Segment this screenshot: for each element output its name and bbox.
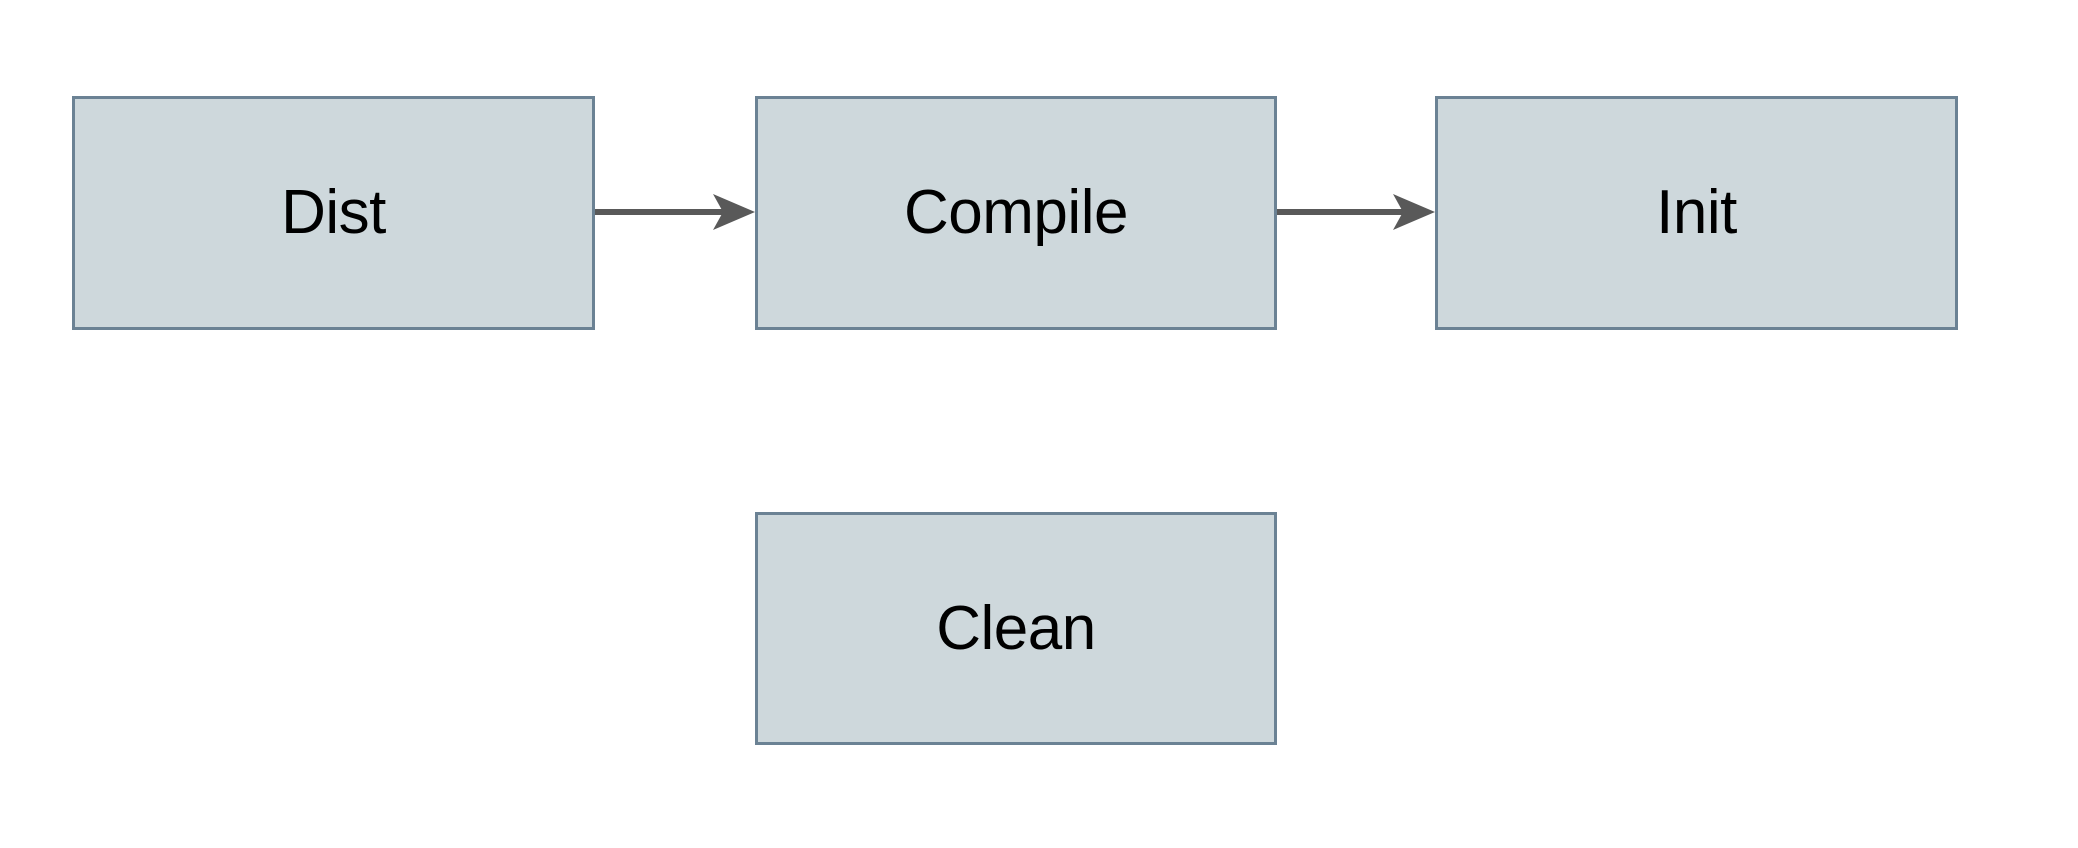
node-clean[interactable]: Clean — [755, 512, 1277, 745]
node-compile[interactable]: Compile — [755, 96, 1277, 330]
node-compile-label: Compile — [904, 178, 1128, 247]
node-clean-label: Clean — [936, 593, 1096, 663]
node-init[interactable]: Init — [1435, 96, 1958, 330]
arrowhead-icon — [1393, 194, 1435, 230]
edge-dist-to-compile[interactable] — [595, 182, 755, 242]
arrowhead-icon — [713, 194, 755, 230]
node-init-label: Init — [1656, 178, 1737, 247]
node-dist-label: Dist — [281, 178, 386, 247]
node-dist[interactable]: Dist — [72, 96, 595, 330]
edge-compile-to-init[interactable] — [1277, 182, 1435, 242]
